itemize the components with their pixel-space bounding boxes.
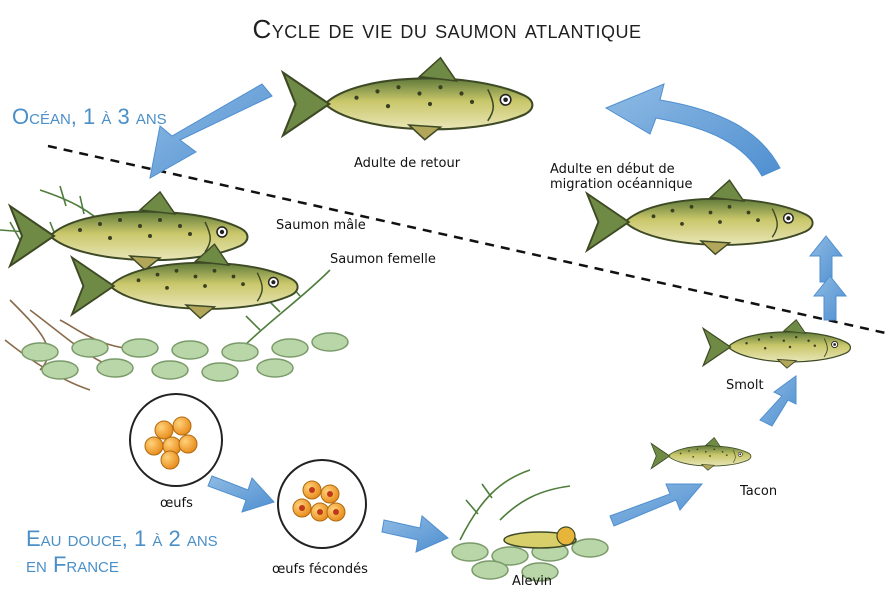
arrow-fertilized-to-alevin bbox=[382, 516, 448, 552]
label-smolt: Smolt bbox=[726, 378, 764, 393]
arrow-return-to-spawn bbox=[150, 84, 272, 178]
returning-adult-salmon bbox=[283, 58, 532, 140]
label-alevin: Alevin bbox=[512, 574, 552, 589]
alevin-nest bbox=[452, 470, 608, 581]
label-fertilized-eggs: œufs fécondés bbox=[272, 562, 368, 577]
label-parr: Tacon bbox=[740, 484, 777, 499]
label-returning-adult: Adulte de retour bbox=[354, 156, 460, 171]
fertilized-eggs-circle bbox=[278, 460, 366, 548]
arrow-eggs-to-fertilized bbox=[208, 476, 274, 512]
arrow-upper-smolt bbox=[810, 236, 842, 282]
label-female-salmon: Saumon femelle bbox=[330, 252, 436, 267]
smolt-fish bbox=[703, 320, 850, 368]
arrow-smolt-to-migrant bbox=[814, 276, 846, 320]
label-eggs: œufs bbox=[160, 496, 193, 511]
label-migrating-adult-line2: migration océannique bbox=[550, 177, 693, 192]
eggs-circle bbox=[130, 394, 222, 486]
label-migrating-adult: Adulte en début de migration océannique bbox=[550, 162, 693, 192]
label-migrating-adult-line1: Adulte en début de bbox=[550, 162, 693, 177]
arrow-parr-to-smolt bbox=[760, 376, 796, 426]
arrow-alevin-to-parr bbox=[610, 484, 702, 526]
parr-fish bbox=[651, 438, 751, 471]
label-male-salmon: Saumon mâle bbox=[276, 218, 366, 233]
